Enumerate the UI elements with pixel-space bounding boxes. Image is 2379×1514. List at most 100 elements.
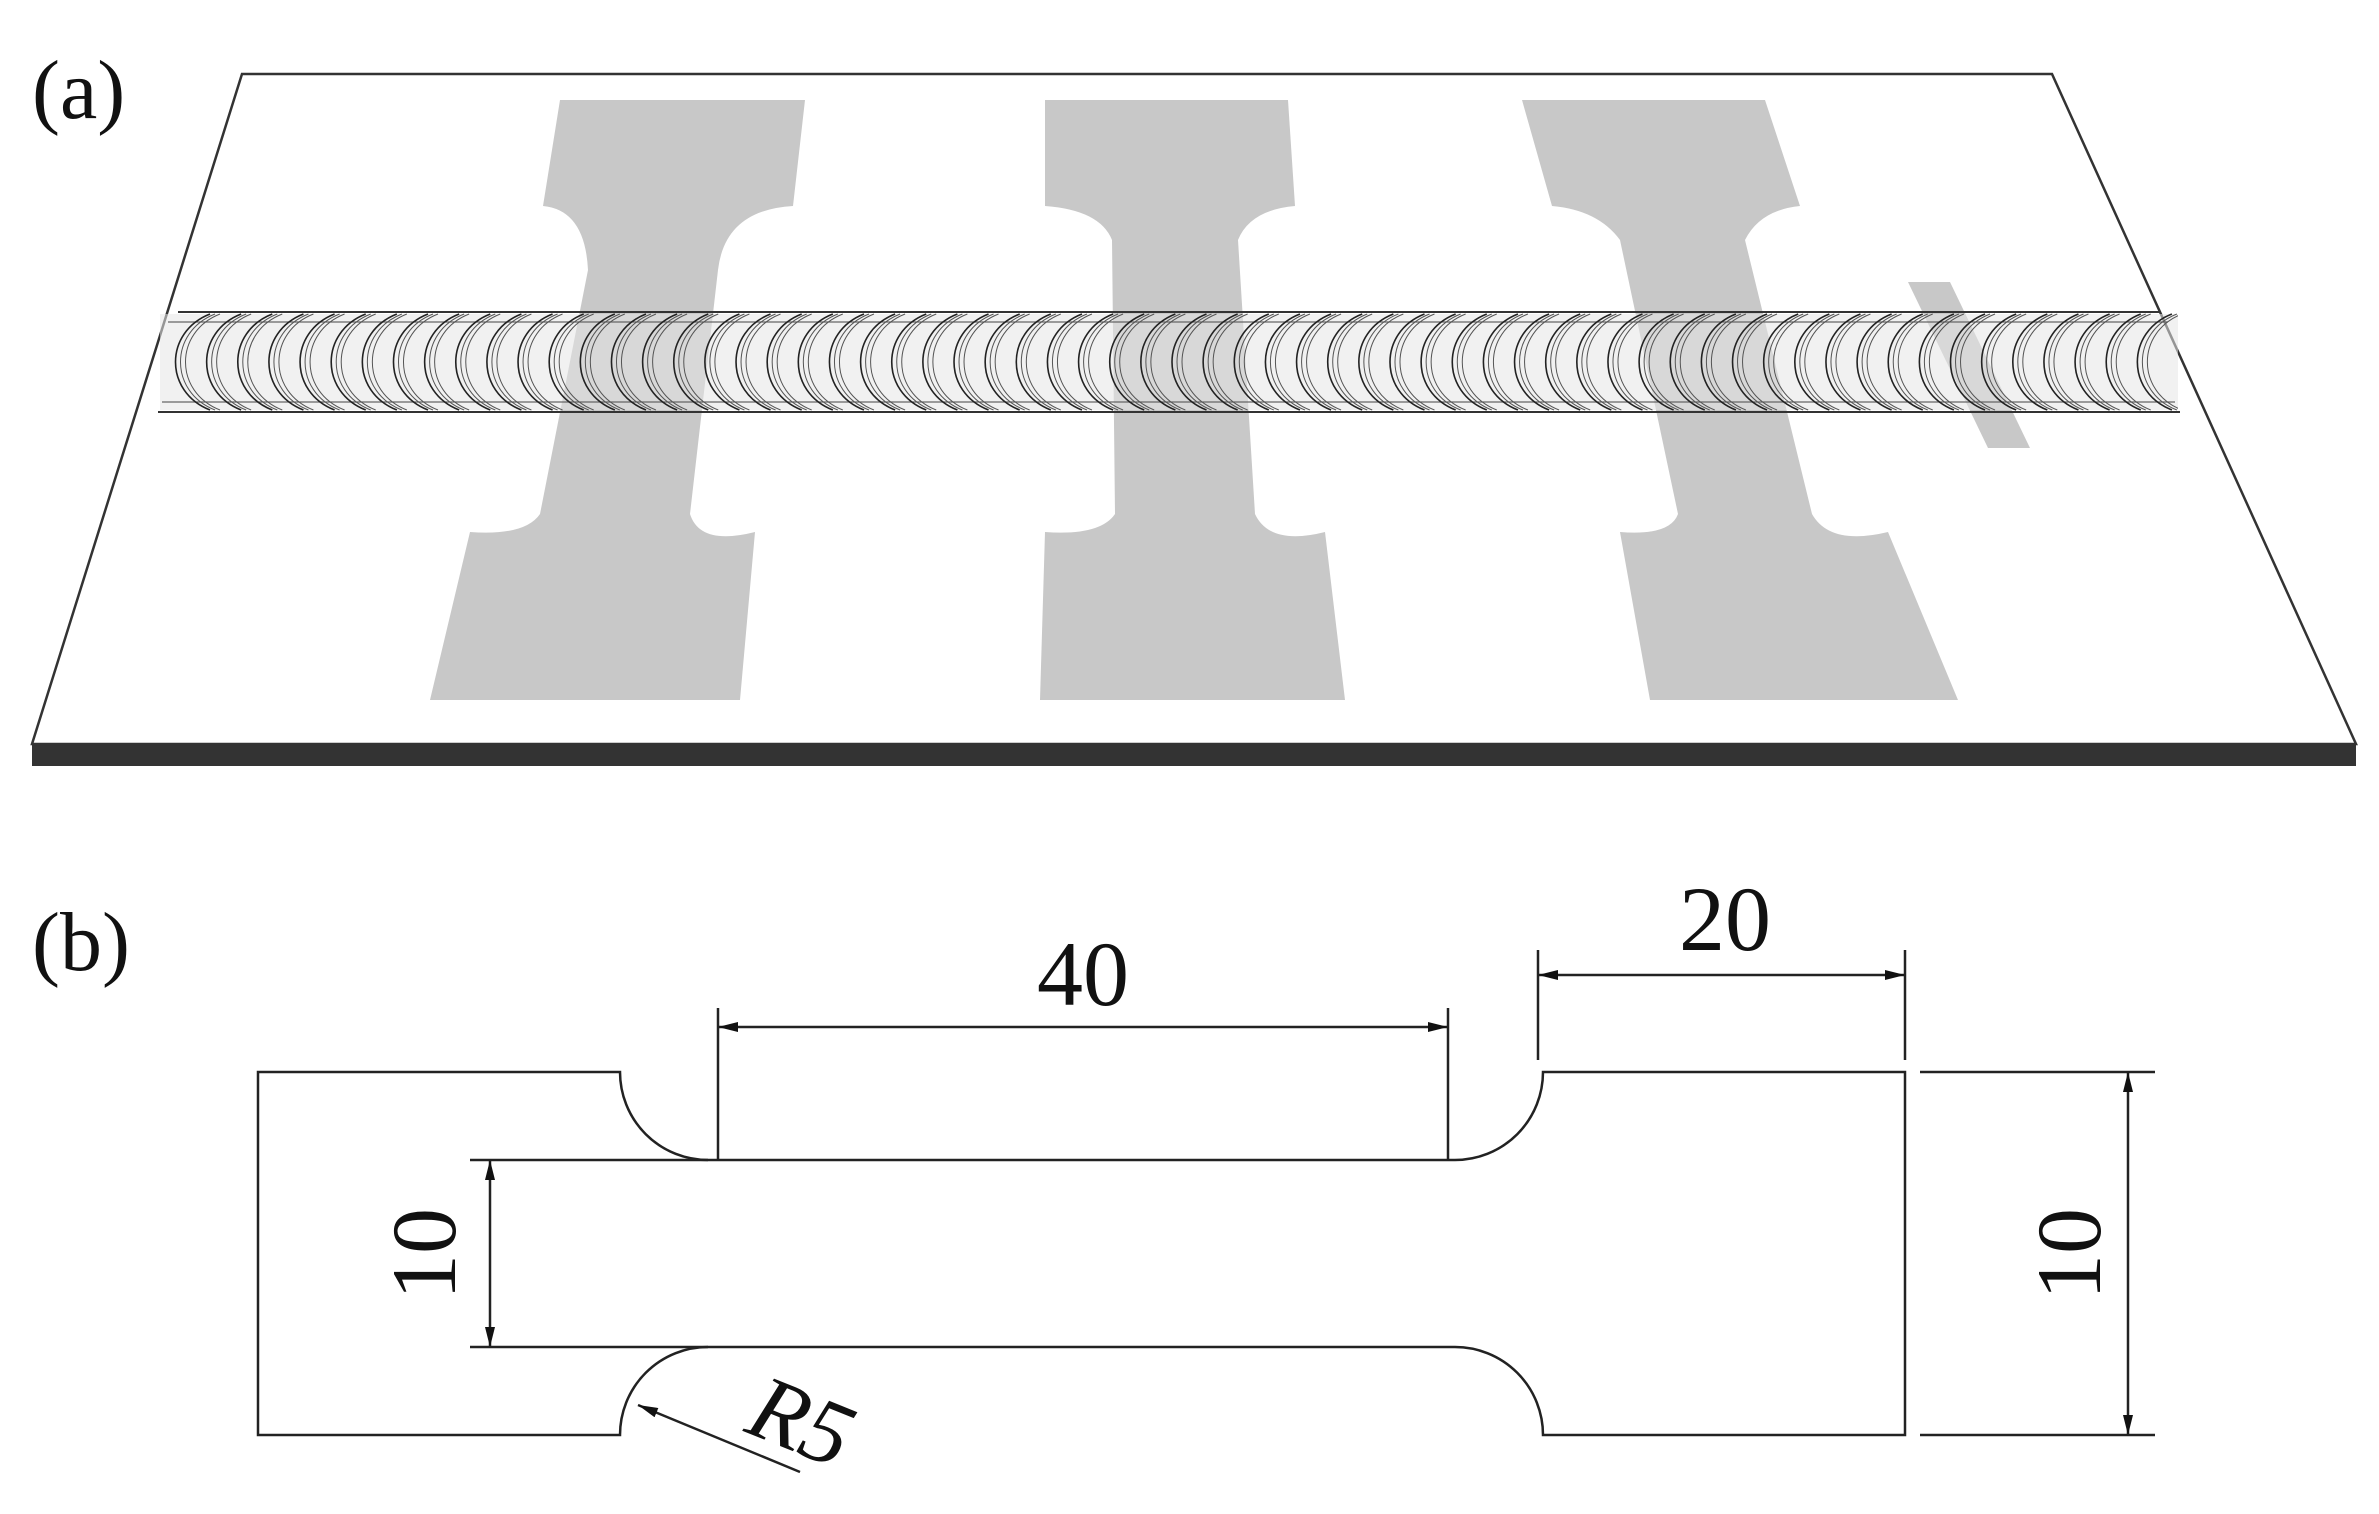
weld-ripple bbox=[828, 313, 865, 411]
weld-ripple bbox=[340, 313, 376, 411]
weld-ripple bbox=[522, 313, 558, 411]
fillet-radius-label: R5 bbox=[734, 1354, 868, 1487]
specimen-outline bbox=[256, 1070, 1907, 1437]
weld-ripple bbox=[2115, 313, 2151, 411]
weld-ripple bbox=[1327, 313, 1363, 411]
weld-ripple bbox=[1264, 313, 1301, 411]
weld-ripple bbox=[1306, 313, 1342, 411]
weld-ripple bbox=[1612, 313, 1648, 411]
weld-ripple bbox=[994, 313, 1030, 411]
weld-ripple bbox=[642, 313, 678, 411]
weld-ripple bbox=[1892, 313, 1928, 411]
weld-ripple bbox=[673, 313, 709, 411]
weld-ripple bbox=[585, 313, 621, 411]
weld-ripple bbox=[859, 313, 896, 411]
weld-ripple bbox=[174, 313, 211, 411]
weld-ripple bbox=[1077, 313, 1114, 411]
weld-ripple bbox=[1545, 313, 1581, 411]
weld-ripple bbox=[1399, 313, 1435, 411]
weld-ripple bbox=[735, 313, 771, 411]
weld-ripple bbox=[1929, 313, 1965, 411]
weld-ripple bbox=[1674, 313, 1710, 411]
gauge-width-label: 10 bbox=[373, 1208, 475, 1300]
weld-ripple bbox=[424, 313, 460, 411]
weld-ripple bbox=[1513, 313, 1550, 411]
weld-ripple bbox=[927, 313, 963, 411]
weld-ripple bbox=[299, 313, 335, 411]
weld-ripple bbox=[922, 313, 958, 411]
weld-ripple bbox=[1493, 313, 1529, 411]
weld-bead bbox=[158, 311, 2180, 413]
weld-ripple bbox=[429, 313, 465, 411]
weld-ripple bbox=[1794, 313, 1830, 411]
weld-ripple bbox=[714, 313, 750, 411]
weld-ripple bbox=[403, 313, 439, 411]
weld-ripple bbox=[579, 313, 616, 411]
weld-ripple bbox=[1114, 313, 1150, 411]
weld-ripple bbox=[1337, 313, 1373, 411]
weld-ripple bbox=[2105, 313, 2142, 411]
weld-ripple bbox=[1181, 313, 1217, 411]
weld-ripple bbox=[2079, 313, 2115, 411]
weld-ripple bbox=[1918, 313, 1955, 411]
weld-ripple bbox=[1482, 313, 1519, 411]
grip-width-label: 10 bbox=[2018, 1208, 2120, 1300]
weld-ripple bbox=[896, 313, 932, 411]
weld-ripple bbox=[1830, 313, 1866, 411]
weld-ripple bbox=[647, 313, 683, 411]
weld-ripple bbox=[1887, 313, 1924, 411]
weld-ripple bbox=[1763, 313, 1799, 411]
gauge-length-dimension: 40 bbox=[716, 923, 1450, 1160]
weld-ripple bbox=[590, 313, 626, 411]
weld-ripple bbox=[1799, 313, 1835, 411]
weld-ripple bbox=[367, 313, 403, 411]
weld-ripple bbox=[2147, 315, 2178, 409]
weld-ripple bbox=[1617, 313, 1653, 411]
weld-ripple bbox=[335, 313, 371, 411]
weld-ripple bbox=[1981, 313, 2017, 411]
weld-ripple bbox=[268, 313, 304, 411]
panel-a-label: (a) bbox=[32, 44, 125, 137]
weld-ripple bbox=[206, 313, 242, 411]
weld-ripple bbox=[808, 313, 843, 411]
weld-ripple bbox=[434, 313, 470, 411]
weld-ripple bbox=[1057, 313, 1093, 411]
weld-ripple bbox=[1804, 313, 1840, 411]
weld-ripple bbox=[932, 313, 968, 411]
weld-ripple bbox=[1955, 313, 1991, 411]
weld-ripple bbox=[1368, 313, 1404, 411]
weld-ripple bbox=[460, 313, 496, 411]
weld-ripple bbox=[839, 313, 875, 411]
panel-b-label: (b) bbox=[32, 896, 130, 989]
weld-ripple bbox=[1083, 313, 1119, 411]
weld-ripple bbox=[1026, 313, 1061, 411]
weld-ripple bbox=[247, 313, 283, 411]
weld-ripple bbox=[1233, 313, 1270, 411]
weld-ripple bbox=[891, 313, 927, 411]
weld-ripple bbox=[273, 313, 309, 411]
weld-ripple bbox=[704, 313, 740, 411]
weld-ripple bbox=[766, 313, 802, 411]
weld-ripple bbox=[1015, 313, 1052, 411]
weld-ripple bbox=[1046, 313, 1083, 411]
weld-ripple bbox=[496, 313, 532, 411]
weld-ripple bbox=[216, 313, 252, 411]
weld-ripple bbox=[1358, 313, 1394, 411]
grip-length-label: 20 bbox=[1679, 868, 1771, 970]
weld-ripples bbox=[174, 313, 2178, 411]
weld-ripple bbox=[2043, 313, 2079, 411]
weld-ripple bbox=[1679, 313, 1715, 411]
weld-ripple bbox=[834, 313, 870, 411]
weld-ripple bbox=[803, 313, 838, 411]
weld-ripple bbox=[1488, 313, 1524, 411]
weld-ripple bbox=[1960, 313, 1996, 411]
weld-ripple bbox=[237, 313, 273, 411]
weld-ripple bbox=[865, 313, 901, 411]
weld-ripple bbox=[1150, 313, 1186, 411]
weld-ripple bbox=[1425, 313, 1461, 411]
weld-ripple bbox=[1643, 313, 1679, 411]
weld-ripple bbox=[1700, 313, 1737, 411]
weld-ripple bbox=[486, 313, 522, 411]
weld-ripple bbox=[465, 313, 501, 411]
weld-ripple bbox=[1332, 313, 1368, 411]
